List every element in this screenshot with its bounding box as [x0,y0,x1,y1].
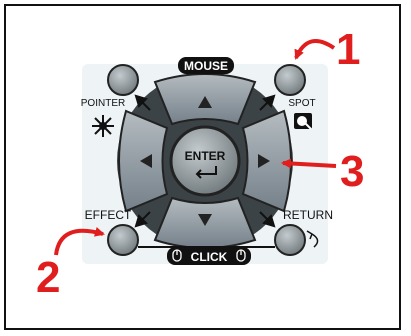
starburst-icon [92,115,114,137]
pointer-label: POINTER [81,98,125,109]
spot-label: SPOT [288,98,315,109]
effect-label: EFFECT [85,208,132,222]
return-label: RETURN [283,208,333,222]
return-button[interactable] [275,225,305,255]
effect-button[interactable] [108,225,138,255]
spot-button[interactable] [275,65,305,95]
callout-2: 2 [36,253,60,302]
callout-3: 3 [340,147,364,196]
callout-1-arrow [296,41,334,58]
enter-label: ENTER [185,149,226,163]
click-label: CLICK [191,250,228,264]
spot-icon [294,113,312,129]
mouse-label: MOUSE [184,59,228,73]
pointer-button[interactable] [108,65,138,95]
callout-1: 1 [336,25,360,74]
